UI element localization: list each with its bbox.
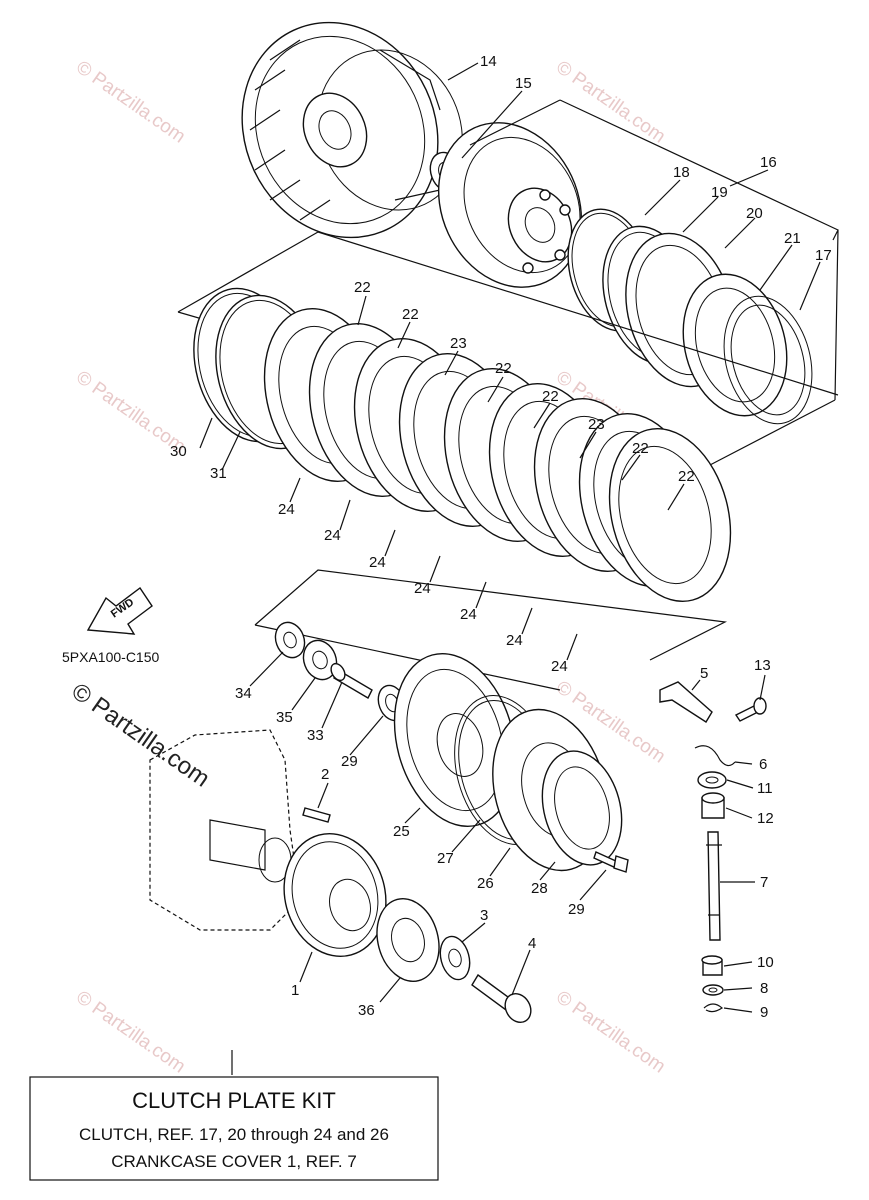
part-32-push-rod: [330, 662, 373, 699]
plate-stack-outline-lower: [254, 569, 728, 691]
callout-30: 29: [341, 753, 358, 770]
kit-line-1: CLUTCH, REF. 17, 20 through 24 and 26: [79, 1125, 389, 1144]
callout-23: 23: [588, 416, 605, 433]
callout-2: 2: [321, 766, 329, 783]
callout-18: 18: [673, 164, 690, 181]
callout-28: 28: [531, 880, 548, 897]
leader-lines: [199, 62, 821, 1075]
diagram-code: 5PXA100-C150: [62, 649, 160, 665]
part-10-bushing: [701, 955, 723, 976]
callout-16: 16: [760, 154, 777, 171]
callout-14: 14: [480, 53, 497, 70]
callout-19: 19: [711, 184, 728, 201]
callout-33: 34: [235, 685, 252, 702]
callout-4: 4: [528, 935, 536, 952]
part-16-clutch-boss: [437, 122, 583, 288]
callout-12: 12: [757, 810, 774, 827]
callout-22: 22: [632, 440, 649, 457]
part-2-key: [302, 807, 331, 823]
part-13-bolt: [734, 697, 767, 722]
part-34-nut: [302, 639, 338, 681]
part-11-oil-seal: [697, 771, 727, 789]
plate-stack: [263, 307, 732, 603]
part-35-gear-plate: [376, 897, 440, 983]
part-3-washer: [439, 935, 471, 981]
callout-22: 22: [402, 306, 419, 323]
callout-8: 8: [760, 980, 768, 997]
callout-24: 24: [460, 606, 477, 623]
callout-22: 22: [495, 360, 512, 377]
callout-31: 30: [170, 443, 187, 460]
callout-32: 33: [307, 727, 324, 744]
callout-24: 24: [506, 632, 523, 649]
callout-29: 29: [568, 901, 585, 918]
callout-11: 11: [757, 780, 773, 797]
callout-5: 5: [700, 665, 708, 682]
callout-3: 3: [480, 907, 488, 924]
kit-title: CLUTCH PLATE KIT: [132, 1088, 336, 1113]
part-6-spring: [694, 745, 736, 767]
callout-10: 10: [757, 954, 774, 971]
fwd-arrow-icon: FWD: [86, 586, 153, 635]
callout-1: 1: [291, 982, 299, 999]
part-29-bolt: [593, 851, 629, 873]
part-17-wire-ring: [723, 295, 813, 425]
part-4-bolt: [471, 973, 532, 1024]
callout-25: 25: [393, 823, 410, 840]
callout-22: 22: [678, 468, 695, 485]
callout-24: 24: [324, 527, 341, 544]
callout-17: 17: [815, 247, 832, 264]
part-12-bearing: [701, 792, 725, 819]
part-1-primary-driven-gear: [283, 833, 387, 957]
kit-line-2: CRANKCASE COVER 1, REF. 7: [111, 1152, 357, 1171]
part-21-clutch-plate: [682, 273, 788, 417]
callout-24: 24: [551, 658, 568, 675]
watermark: © Partzilla.com: [72, 987, 189, 1078]
callout-22: 22: [354, 279, 371, 296]
part-28-plate: [541, 750, 623, 866]
watermark-main: © Partzilla.com: [67, 678, 215, 793]
part-5-lever: [659, 681, 713, 723]
callout-35: 36: [358, 1002, 375, 1019]
callout-27: 27: [437, 850, 454, 867]
callouts: 14 15 16 18 19 20 21 17 22 22 23 22 22 2…: [170, 53, 832, 1021]
callout-24: 24: [278, 501, 295, 518]
callout-7: 7: [760, 874, 768, 891]
part-7-push-lever-shaft: [706, 831, 722, 941]
watermark: © Partzilla.com: [72, 57, 189, 148]
callout-34: 35: [276, 709, 293, 726]
watermark: © Partzilla.com: [552, 57, 669, 148]
callout-9: 9: [760, 1004, 768, 1021]
callout-31: 31: [210, 465, 227, 482]
callout-24: 24: [369, 554, 386, 571]
part-33-washer: [274, 621, 306, 659]
callout-20: 20: [746, 205, 763, 222]
callout-22: 22: [542, 388, 559, 405]
callout-23: 23: [450, 335, 467, 352]
watermark: © Partzilla.com: [552, 987, 669, 1078]
part-8-washer: [702, 984, 724, 996]
callout-6: 6: [759, 756, 767, 773]
plate-group-outline-upper: [469, 99, 839, 466]
clutch-plate-kit-box: CLUTCH PLATE KIT CLUTCH, REF. 17, 20 thr…: [29, 1076, 439, 1181]
callout-26: 26: [477, 875, 494, 892]
callout-21: 21: [784, 230, 801, 247]
callout-15: 15: [515, 75, 532, 92]
callout-13: 13: [754, 657, 771, 674]
part-9-circlip: [703, 1003, 723, 1013]
callout-24: 24: [414, 580, 431, 597]
